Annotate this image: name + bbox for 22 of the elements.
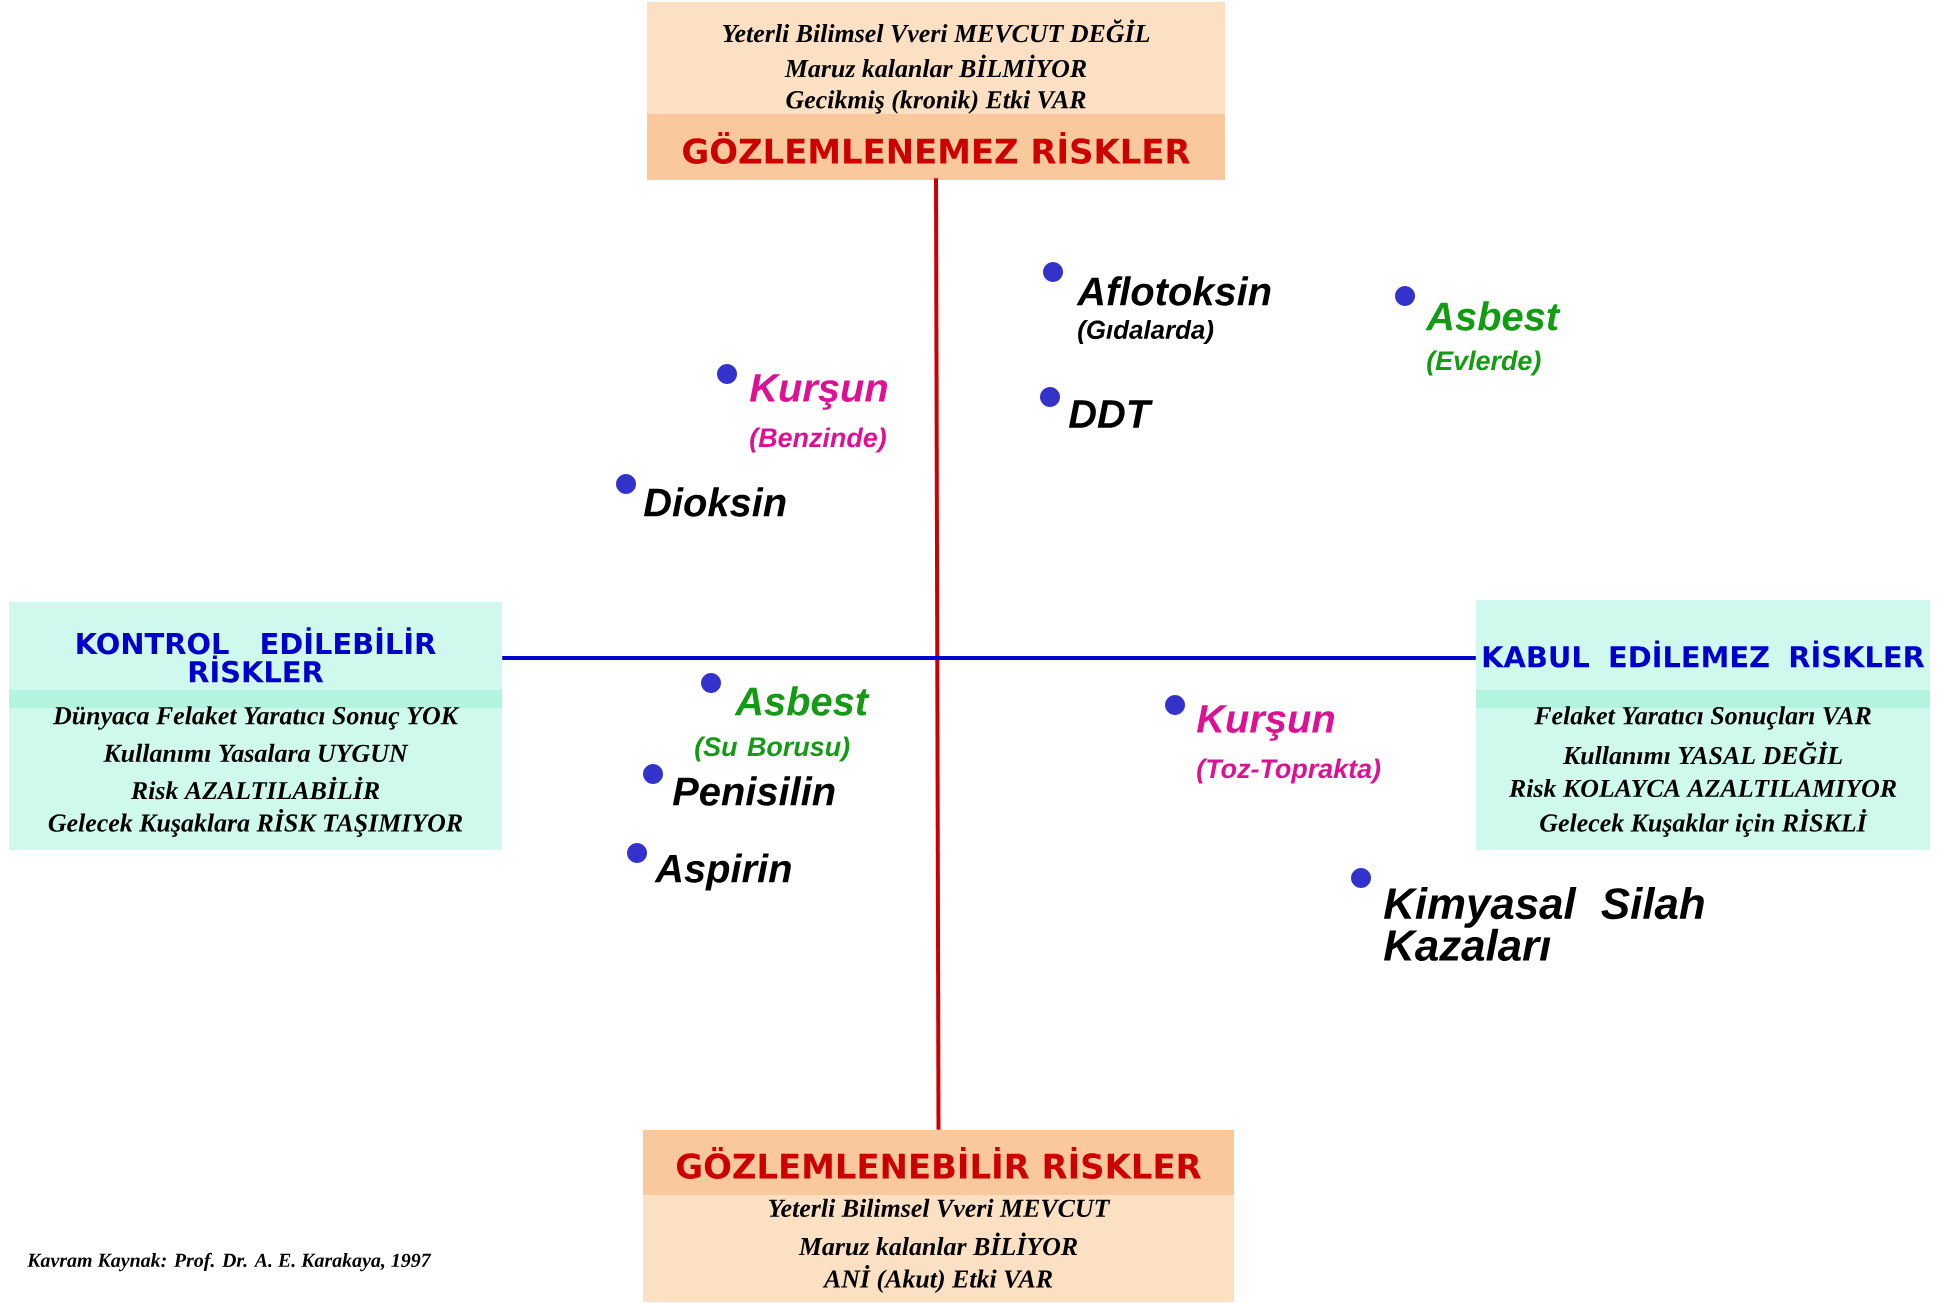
risk-box: Yeterli Bilimsel Vveri MEVCUT DEĞİL Maruz kalanlar BİLMİYOR Gecikmiş (kronik) Etki VAR GÖZLEMLENEMEZ RİSKLER xyxy=(647,2,1225,180)
point-label: Asbest xyxy=(1425,301,1561,331)
risk-box: GÖZLEMLENEBİLİR RİSKLER Yeterli Bilimsel Vveri MEVCUT Maruz kalanlar BİLİYOR ANİ (Akut) Etki VAR xyxy=(643,1130,1234,1302)
point-label: (Su Borusu) xyxy=(695,736,850,762)
source-caption: Kavram Kaynak: Prof. Dr. A. E. Karakaya, 1997 xyxy=(27,1252,432,1272)
axis-line xyxy=(934,178,941,1130)
point-label: Kurşun xyxy=(1196,705,1334,741)
point-label: DDT xyxy=(1068,400,1153,428)
point-label: Asbest xyxy=(734,686,870,716)
point-label: Aspirin xyxy=(654,853,791,891)
risk-box: KONTROL EDİLEBİLİR RİSKLER Dünyaca Felaket Yaratıcı Sonuç YOK Kullanımı Yasalara UYGUN Risk AZALTILABİLİR Gelecek Kuşaklara RİSK TAŞIMIYOR xyxy=(9,602,502,850)
point-label: Aflotoksin xyxy=(1076,276,1271,306)
point-label: (Benzinde) xyxy=(750,427,886,453)
point-label: Dioksin xyxy=(643,487,786,517)
risk-box: KABUL EDİLEMEZ RİSKLER Felaket Yaratıcı Sonuçları VAR Kullanımı YASAL DEĞİL Risk KOLAYCA AZALTILAMIYOR Gelecek Kuşaklar için RİSKLİ xyxy=(1476,600,1930,850)
point-label: (Evlerde) xyxy=(1427,350,1541,376)
point-label: (Gıdalarda) xyxy=(1078,319,1214,345)
point-label: (Toz-Toprakta) xyxy=(1197,758,1381,784)
point-label: Penisilin xyxy=(672,776,835,806)
point-label: Kurşun xyxy=(749,374,887,410)
point-label: Kimyasal Silah Kazaları xyxy=(1384,886,1704,961)
axis-line xyxy=(502,656,1476,660)
